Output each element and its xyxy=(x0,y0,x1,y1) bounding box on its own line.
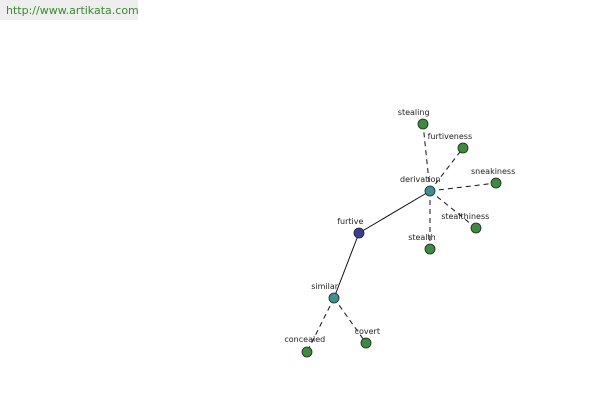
edges-layer xyxy=(306,123,497,353)
node-label-stealth: stealth xyxy=(408,233,436,242)
node-furtiveness[interactable] xyxy=(457,142,469,154)
node-label-furtiveness: furtiveness xyxy=(428,132,473,141)
edge-derivation-sneakiness xyxy=(429,182,497,192)
node-label-derivation: derivation xyxy=(400,175,440,184)
node-derivation[interactable] xyxy=(424,185,436,197)
source-link[interactable]: http://www.artikata.com xyxy=(6,4,139,17)
node-label-similar: similar xyxy=(311,282,339,291)
edge-derivation-stealthiness xyxy=(429,190,477,229)
node-label-furtive: furtive xyxy=(337,217,363,226)
edge-similar-covert xyxy=(333,297,367,344)
node-stealing[interactable] xyxy=(417,118,429,130)
nodes-layer: furtive derivation similar stealing furtiven… xyxy=(284,108,515,358)
node-similar[interactable] xyxy=(328,292,340,304)
edge-derivation-furtiveness xyxy=(429,147,464,192)
node-covert[interactable] xyxy=(360,337,372,349)
node-label-stealthiness: stealthiness xyxy=(441,212,489,221)
node-label-covert: covert xyxy=(355,327,380,336)
node-label-sneakiness: sneakiness xyxy=(471,167,515,176)
node-concealed[interactable] xyxy=(301,346,313,358)
source-link-bar: http://www.artikata.com xyxy=(0,0,139,20)
node-label-concealed: concealed xyxy=(284,335,325,344)
node-stealth[interactable] xyxy=(424,243,436,255)
edge-furtive-derivation xyxy=(358,190,431,234)
node-sneakiness[interactable] xyxy=(490,177,502,189)
node-furtive[interactable] xyxy=(353,227,365,239)
edge-furtive-similar xyxy=(333,232,360,299)
node-stealthiness[interactable] xyxy=(470,222,482,234)
edge-similar-concealed xyxy=(306,297,335,353)
edge-derivation-stealing xyxy=(422,123,431,192)
node-label-stealing: stealing xyxy=(398,108,430,117)
